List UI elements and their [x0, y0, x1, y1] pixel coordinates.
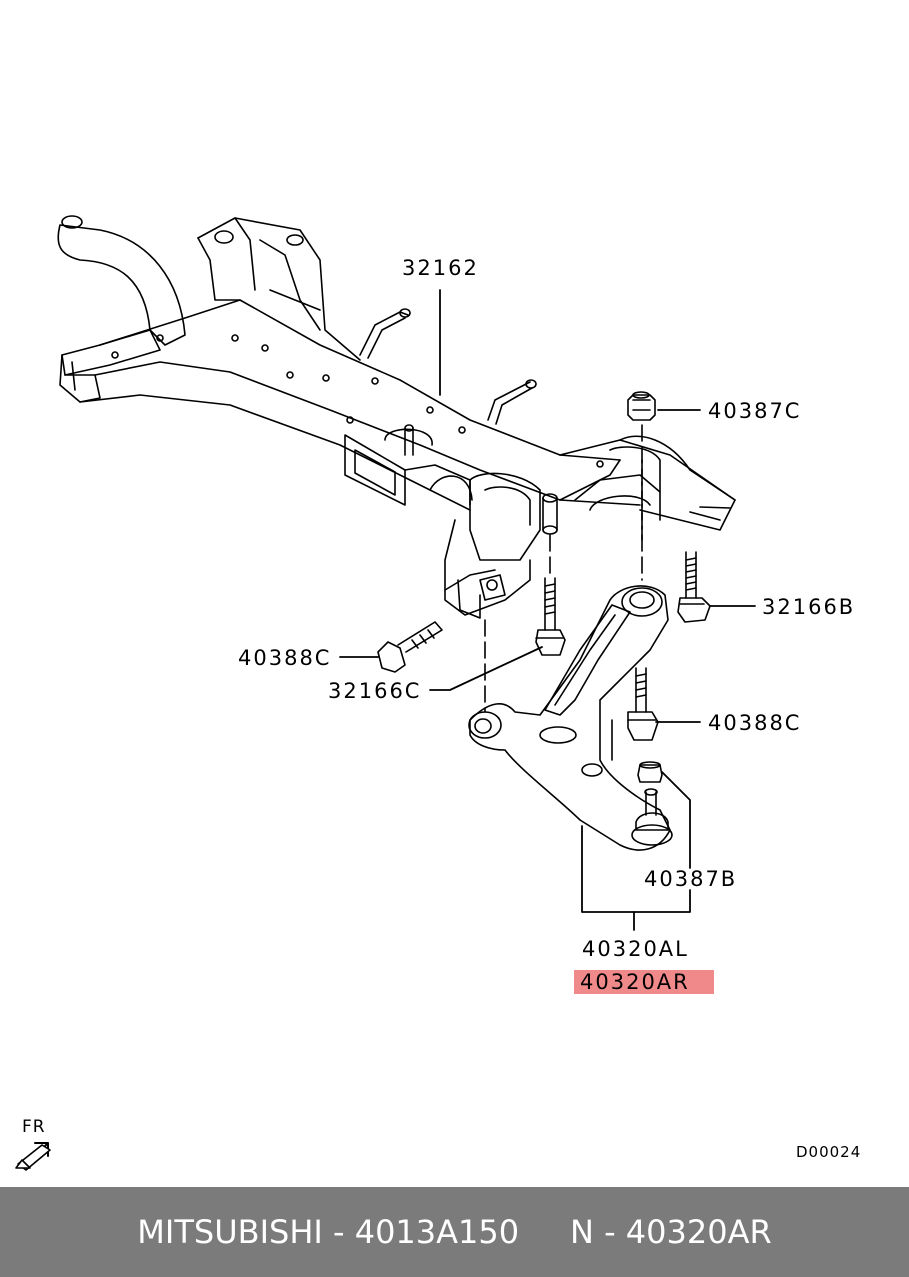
footer-brand: MITSUBISHI: [137, 1213, 323, 1251]
bolt-40388c-left: [377, 621, 443, 673]
crossmember-subframe: [57, 215, 736, 619]
lower-control-arm: [468, 585, 673, 851]
bolt-40388c-right: [627, 667, 659, 741]
part-info-footer: MITSUBISHI - 4013A150 N - 40320AR: [0, 1187, 909, 1277]
leader-lines: [339, 289, 756, 931]
callout-32166b: 32166B: [762, 595, 856, 619]
footer-ref-number: 40320AR: [625, 1213, 772, 1251]
callout-40387c: 40387C: [708, 399, 802, 423]
callout-40387b: 40387B: [644, 867, 738, 891]
diagram-code: D00024: [796, 1143, 862, 1161]
parts-diagram: [15, 215, 756, 1171]
callout-40388c-right: 40388C: [708, 711, 802, 735]
footer-gap: [519, 1213, 570, 1251]
callout-40320al: 40320AL: [582, 937, 689, 961]
assembly-dashed-lines: [484, 424, 643, 713]
bolt-32166b: [677, 551, 711, 623]
bolt-32166c: [535, 577, 566, 656]
footer-part-number: 4013A150: [354, 1213, 520, 1251]
nut-40387c: [627, 391, 656, 421]
callout-32162: 32162: [402, 256, 479, 280]
front-direction-label: FR: [22, 1117, 46, 1137]
front-direction-arrow-icon: [15, 1142, 51, 1171]
callout-32166c: 32166C: [328, 679, 422, 703]
footer-sep-2: -: [593, 1213, 626, 1251]
footer-ref-prefix: N: [569, 1213, 594, 1251]
footer-sep-1: -: [322, 1213, 355, 1251]
callout-40320ar-highlighted: 40320AR: [574, 970, 714, 994]
callout-40388c-left: 40388C: [238, 646, 332, 670]
